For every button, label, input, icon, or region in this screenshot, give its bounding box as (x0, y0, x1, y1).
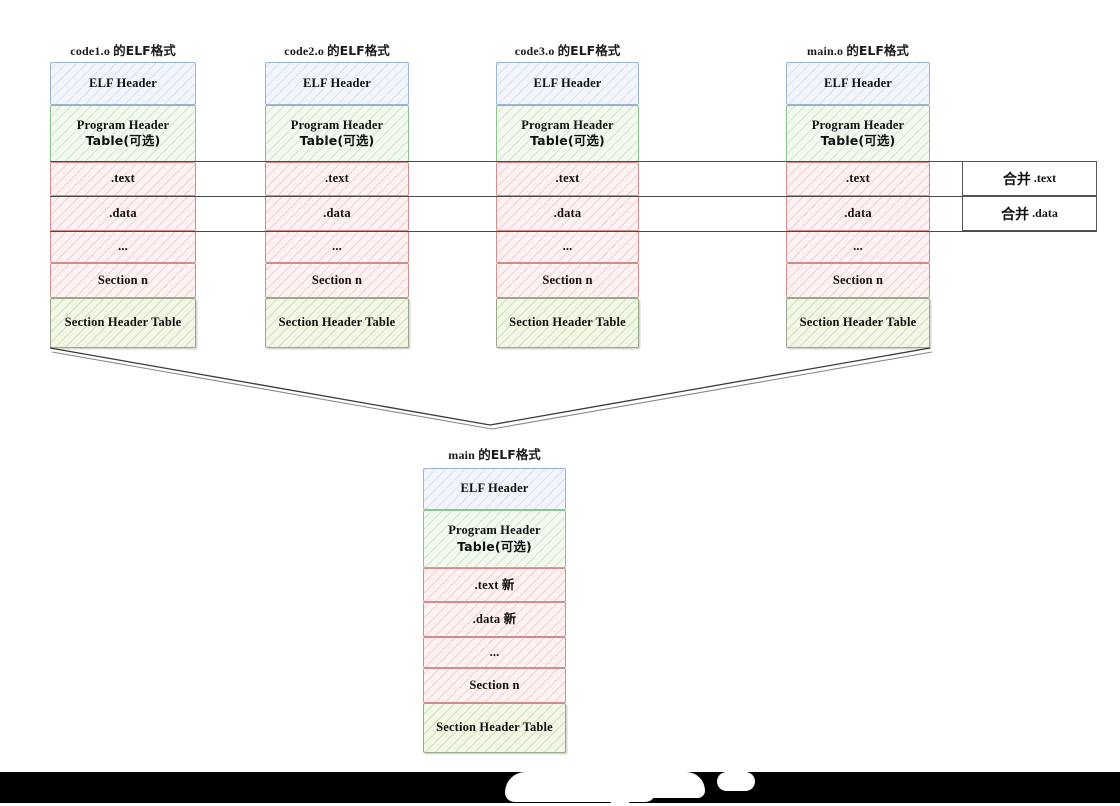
section-data: .data (50, 196, 196, 231)
section-text: .text (50, 162, 196, 196)
section-ellipsis: ... (496, 231, 639, 263)
section-elf-header: ELF Header (423, 468, 566, 510)
section-header-table: Section Header Table (50, 298, 196, 348)
section-data: .data (786, 196, 930, 231)
section-text-new: .text 新 (423, 568, 566, 602)
section-ellipsis: ... (786, 231, 930, 263)
section-n: Section n (50, 263, 196, 298)
column-title-filename: code2.o (284, 44, 325, 58)
blob-shape-4 (717, 772, 755, 791)
section-data-new: .data 新 (423, 602, 566, 637)
section-n: Section n (496, 263, 639, 298)
section-header-table: Section Header Table (265, 298, 409, 348)
section-header-table: Section Header Table (496, 298, 639, 348)
section-elf-header: ELF Header (265, 62, 409, 105)
section-elf-header: ELF Header (496, 62, 639, 105)
section-ellipsis: ... (265, 231, 409, 263)
merge-annotation-data: 合并 .data (962, 196, 1097, 231)
column-title-suffix: 的ELF格式 (113, 43, 176, 58)
column-title-suffix: 的ELF格式 (557, 43, 621, 58)
elf-column-code2: code2.o 的ELF格式 ELF Header Program Header… (265, 43, 409, 348)
elf-column-title-code2: code2.o 的ELF格式 (265, 40, 409, 59)
text-row-top-connector (50, 161, 1097, 162)
text-data-divider-connector (50, 196, 1097, 197)
merge-label-section: .text (1033, 171, 1057, 185)
elf-column-code3: code3.o 的ELF格式 ELF Header Program Header… (496, 43, 639, 348)
section-data: .data (496, 196, 639, 231)
elf-column-code1: code1.o 的ELF格式 ELF Header Program Header… (50, 43, 196, 348)
column-title-suffix: 的ELF格式 (846, 43, 909, 58)
merge-label-section: .data (1032, 206, 1058, 220)
column-title-suffix: 的ELF格式 (478, 447, 541, 462)
merge-annotation-text: 合并 .text (962, 161, 1097, 196)
section-header-table: Section Header Table (423, 703, 566, 753)
section-ellipsis: ... (50, 231, 196, 263)
new-suffix: 新 (501, 576, 515, 592)
bottom-black-band (0, 772, 1120, 806)
column-title-filename: main (448, 448, 476, 462)
column-title-filename: main.o (807, 44, 844, 58)
column-title-suffix: 的ELF格式 (327, 43, 390, 58)
section-n: Section n (265, 263, 409, 298)
new-suffix: 新 (503, 611, 517, 627)
blob-shape-3 (606, 790, 634, 806)
data-row-bottom-connector (50, 231, 1097, 232)
column-title-filename: code1.o (70, 44, 111, 58)
section-n: Section n (786, 263, 930, 298)
elf-column-title-code3: code3.o 的ELF格式 (496, 40, 639, 59)
section-ellipsis: ... (423, 637, 566, 668)
section-text: .text (786, 162, 930, 196)
elf-column-title-output: main 的ELF格式 (423, 444, 566, 463)
merge-label-cn: 合并 (1001, 206, 1030, 223)
section-text: .text (265, 162, 409, 196)
elf-column-title-maino: main.o 的ELF格式 (786, 40, 930, 59)
section-elf-header: ELF Header (786, 62, 930, 105)
merge-label-cn: 合并 (1002, 171, 1031, 188)
section-elf-header: ELF Header (50, 62, 196, 105)
section-header-table: Section Header Table (786, 298, 930, 348)
column-title-filename: code3.o (514, 44, 555, 58)
elf-column-title-code1: code1.o 的ELF格式 (50, 40, 196, 59)
section-data: .data (265, 196, 409, 231)
section-n: Section n (423, 668, 566, 703)
section-text: .text (496, 162, 639, 196)
